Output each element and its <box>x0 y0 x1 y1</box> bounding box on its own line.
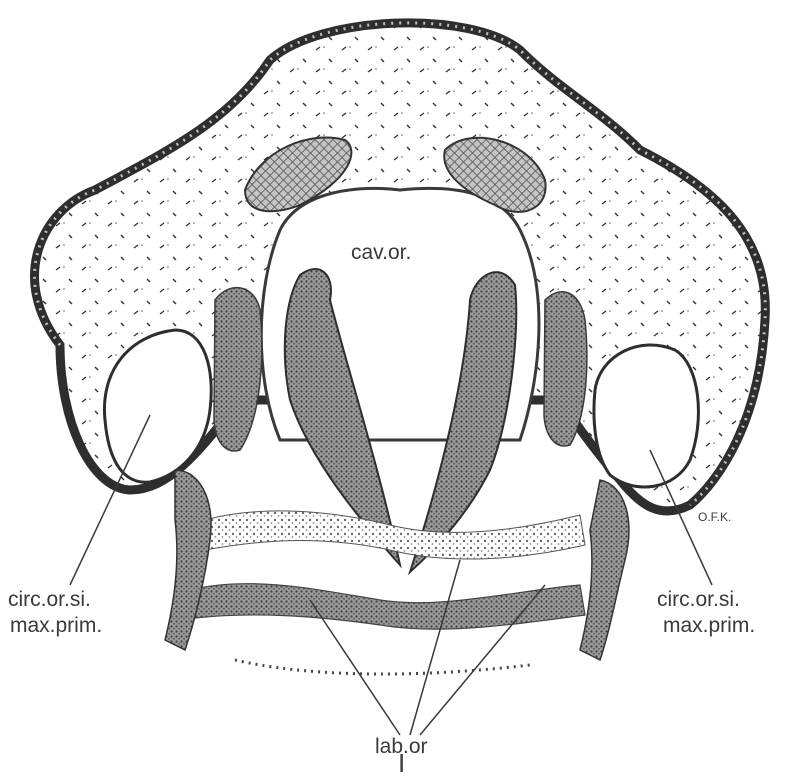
label-cav-or: cav.or. <box>351 242 411 264</box>
right-sinus <box>594 345 698 487</box>
leader-lab-2 <box>410 560 460 735</box>
lower-dotted-line <box>235 660 530 674</box>
label-circ-left-2: max.prim. <box>10 615 102 637</box>
label-circ-left-1: circ.or.si. <box>8 589 91 611</box>
left-lip-arm <box>165 470 211 650</box>
left-column <box>214 288 262 451</box>
artist-monogram: O.F.K. <box>698 506 731 528</box>
right-lip-arm <box>580 480 629 660</box>
lower-band-2 <box>190 584 585 629</box>
figure-number: I <box>398 752 405 774</box>
label-circ-right-2: max.prim. <box>663 615 755 637</box>
label-circ-right-1: circ.or.si. <box>657 589 740 611</box>
